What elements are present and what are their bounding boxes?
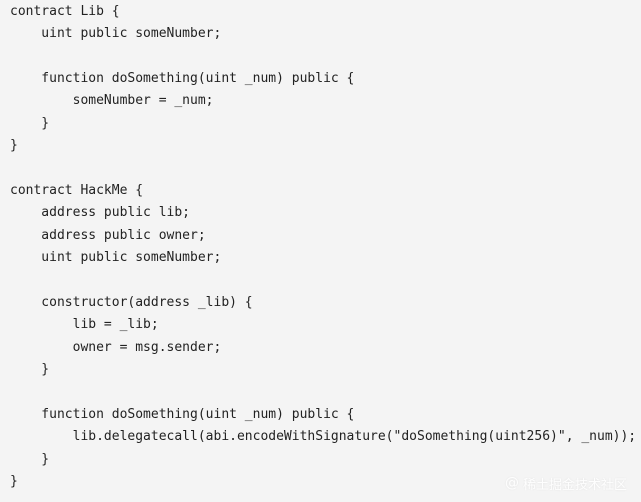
code-line: owner = msg.sender; — [10, 340, 222, 355]
code-line: function doSomething(uint _num) public { — [10, 407, 355, 422]
watermark: @ 稀土掘金技术社区 — [504, 474, 627, 493]
code-line: } — [10, 138, 18, 153]
code-line: uint public someNumber; — [10, 250, 222, 265]
watermark-at-symbol: @ — [504, 475, 519, 491]
code-line: someNumber = _num; — [10, 93, 214, 108]
code-line: } — [10, 452, 50, 467]
code-line: address public owner; — [10, 228, 206, 243]
code-line: constructor(address _lib) { — [10, 295, 253, 310]
code-line: contract HackMe { — [10, 183, 144, 198]
code-line: lib = _lib; — [10, 317, 159, 332]
code-line: address public lib; — [10, 205, 191, 220]
code-line: function doSomething(uint _num) public { — [10, 71, 355, 86]
code-line: lib.delegatecall(abi.encodeWithSignature… — [10, 429, 637, 444]
code-line: } — [10, 362, 50, 377]
code-line: contract Lib { — [10, 4, 120, 19]
code-line: uint public someNumber; — [10, 26, 222, 41]
code-line: } — [10, 474, 18, 489]
watermark-text: 稀土掘金技术社区 — [522, 477, 627, 493]
code-line: } — [10, 116, 50, 131]
